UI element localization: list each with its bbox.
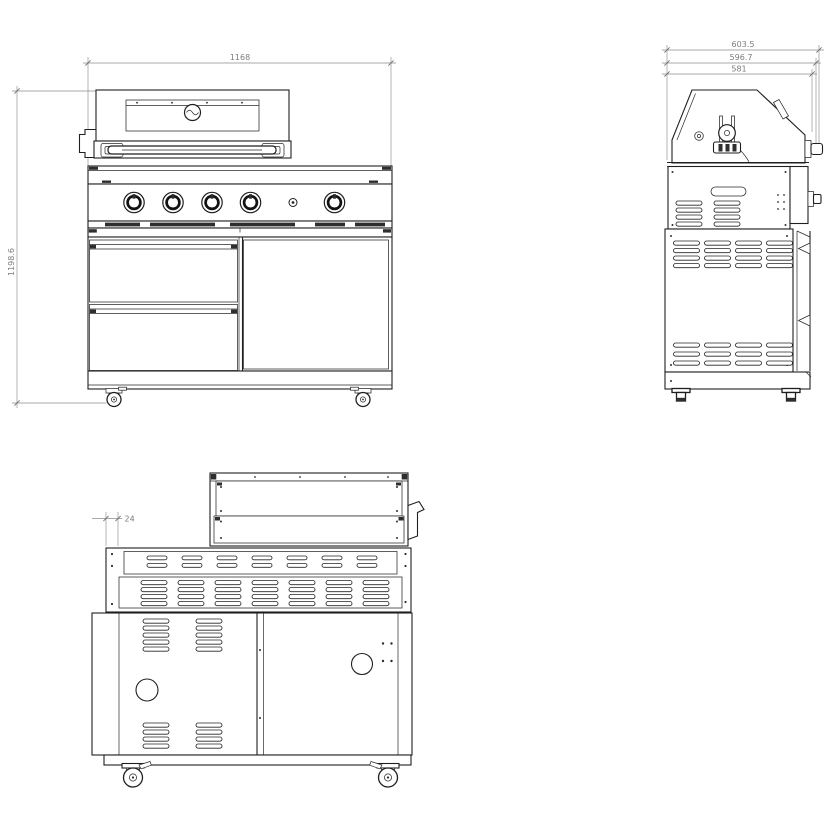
door-hinge-top <box>797 242 811 255</box>
cabinet-door <box>243 239 389 370</box>
rear-offset-label: 24 <box>125 515 135 524</box>
knob-side-profile <box>807 191 814 207</box>
front-height-dimension: 1198.6 <box>7 86 106 408</box>
door-hinge-bottom <box>797 314 811 327</box>
burner-knob-1 <box>122 190 146 215</box>
side-depth-hood-label: 581 <box>731 65 746 74</box>
front-hood <box>78 89 292 159</box>
hood-handle <box>100 143 285 158</box>
drawer-top <box>89 239 238 303</box>
rear-lower-cabinet <box>91 612 413 756</box>
side-control-panel-edge <box>789 165 822 225</box>
burner-knob-2 <box>161 190 185 215</box>
side-firebox-panel <box>667 161 822 230</box>
side-door-edge-strip <box>796 230 811 371</box>
front-base <box>87 370 393 408</box>
rear-upper-vent-section <box>105 547 412 613</box>
side-cart-panel <box>664 228 811 373</box>
rotisserie-motor <box>712 115 750 163</box>
front-view: 1168 1198.6 <box>7 53 396 408</box>
gas-line-hole-left <box>135 678 159 702</box>
gas-line-hole-right <box>350 652 374 676</box>
ignition-button <box>288 198 298 207</box>
rear-base <box>103 754 412 788</box>
burner-knob-3 <box>200 190 224 215</box>
rear-view: 24 <box>91 472 425 788</box>
thermometer-gauge-icon <box>183 103 202 122</box>
front-top-shelf-band <box>87 165 393 185</box>
side-depth-body-label: 596.7 <box>730 53 753 62</box>
rear-offset-dimension: 24 <box>92 512 135 546</box>
rear-hood-panel-upper <box>215 480 403 517</box>
rotisserie-bracket-left <box>78 128 96 159</box>
side-depth-overall-label: 603.5 <box>732 40 755 49</box>
rear-hood-panel-lower <box>213 515 405 544</box>
side-depth-dimensions: 603.5 596.7 581 <box>662 40 824 160</box>
rear-rotisserie-bracket <box>407 500 425 541</box>
burner-knob-5 <box>322 190 347 215</box>
front-height-label: 1198.6 <box>7 248 16 276</box>
burner-knob-4 <box>238 190 263 215</box>
side-handle <box>804 140 824 158</box>
drawer-bottom <box>89 304 238 371</box>
front-drip-tray-band <box>87 220 393 238</box>
side-base <box>664 371 812 402</box>
side-hood-profile <box>671 89 824 164</box>
front-cabinet <box>87 236 393 372</box>
front-control-panel <box>87 183 393 222</box>
hood-vent-slot <box>772 98 790 120</box>
front-width-label: 1168 <box>230 53 250 62</box>
side-view: 603.5 596.7 581 <box>662 40 824 402</box>
carry-handle-cutout <box>710 186 747 197</box>
rear-hood <box>209 472 425 547</box>
